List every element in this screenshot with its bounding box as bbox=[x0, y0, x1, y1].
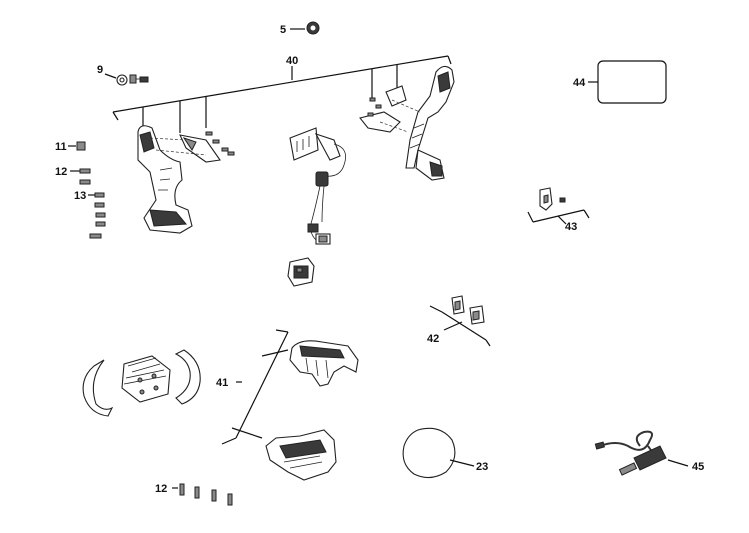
lower-housing-base bbox=[265, 429, 337, 481]
upper-housing-cover bbox=[289, 340, 359, 387]
part-44-label-plate bbox=[588, 60, 667, 104]
callout-45: 45 bbox=[692, 461, 704, 473]
bracket-41 bbox=[221, 329, 289, 445]
switch-wiring-harness bbox=[289, 127, 347, 245]
right-handle-assembly bbox=[359, 65, 455, 181]
callout-44: 44 bbox=[573, 77, 586, 89]
switch-block bbox=[287, 257, 315, 287]
part-5-nut bbox=[290, 21, 320, 35]
screw-set-left bbox=[68, 141, 106, 239]
callout-11: 11 bbox=[55, 141, 67, 153]
callout-12-upper: 12 bbox=[55, 166, 67, 178]
callout-23: 23 bbox=[476, 461, 488, 473]
part-42-clips bbox=[429, 295, 491, 347]
callout-41: 41 bbox=[216, 377, 228, 389]
callout-13: 13 bbox=[74, 190, 86, 202]
part-9-washer-screw bbox=[104, 73, 149, 86]
callout-40: 40 bbox=[286, 55, 298, 67]
part-43-clip bbox=[527, 187, 590, 225]
part-23-gasket bbox=[402, 427, 475, 479]
callout-9: 9 bbox=[97, 64, 103, 76]
part-45-car-charger bbox=[594, 430, 689, 476]
heat-sink-assembly bbox=[82, 349, 201, 417]
callout-12-lower: 12 bbox=[155, 483, 167, 495]
screw-set-bottom bbox=[172, 483, 233, 506]
callout-43: 43 bbox=[565, 221, 577, 233]
callout-5: 5 bbox=[280, 24, 286, 36]
callout-42: 42 bbox=[427, 333, 439, 345]
left-handle-assembly bbox=[137, 125, 235, 234]
